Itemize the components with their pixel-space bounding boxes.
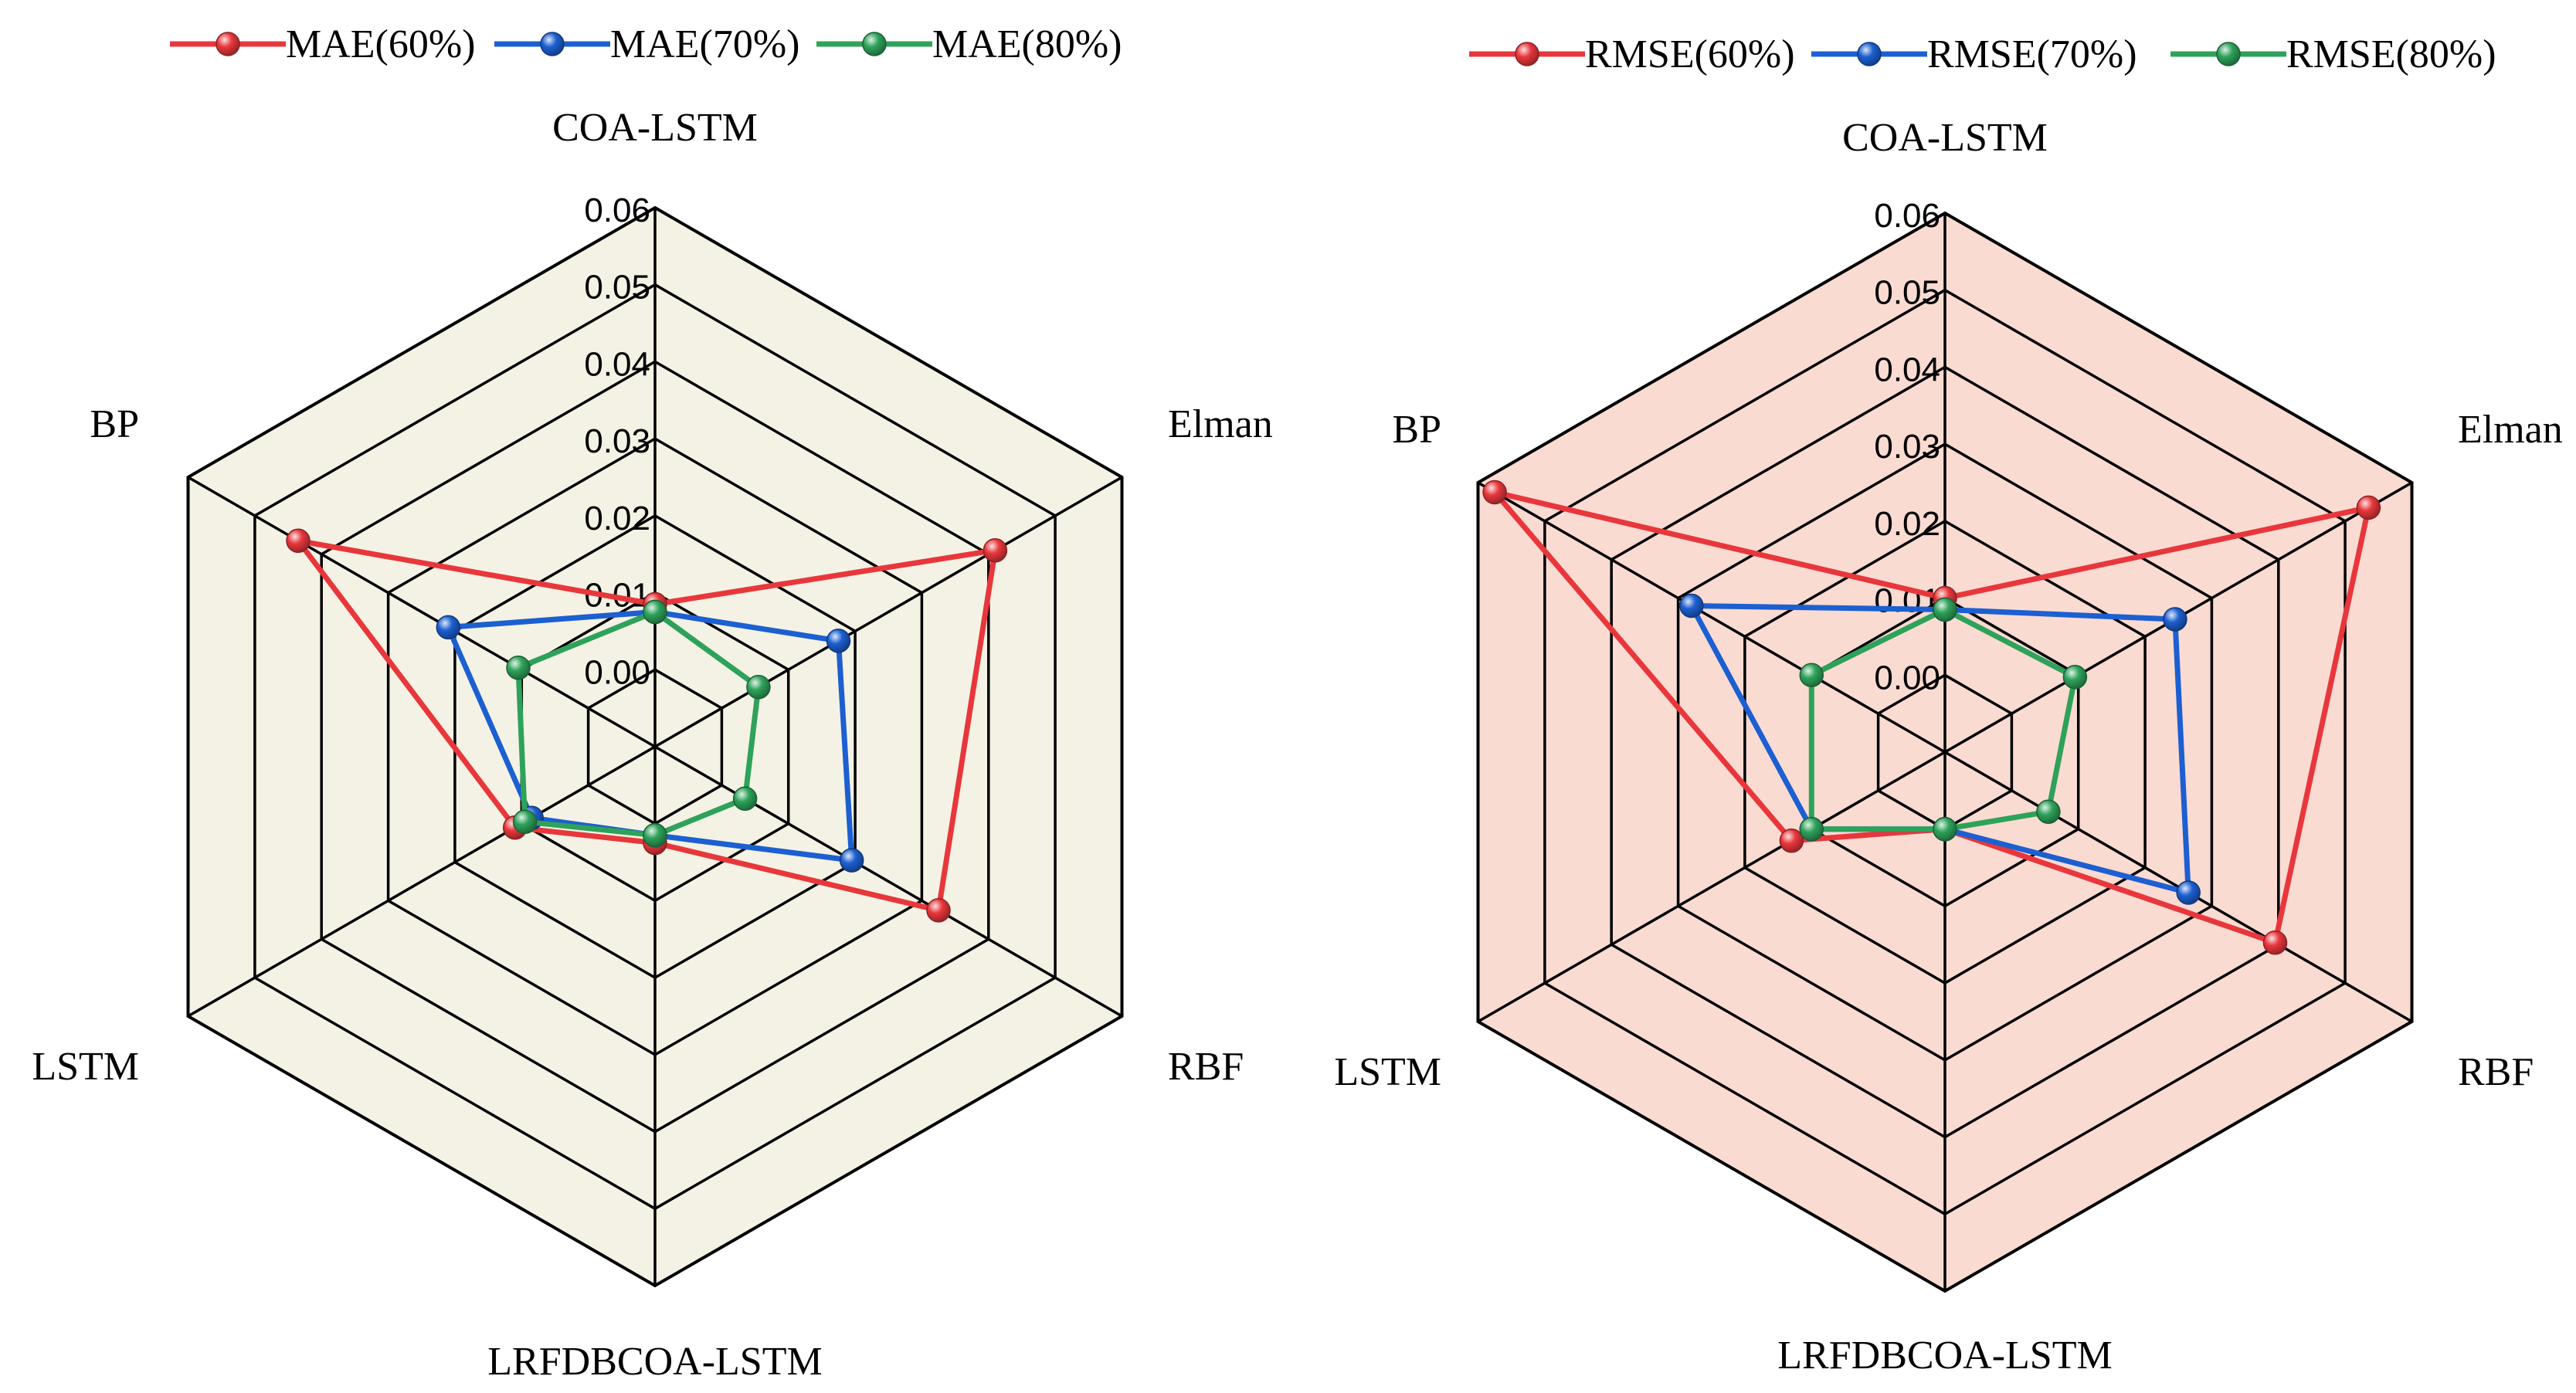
rmse-point-rmse-60-rbf — [2262, 930, 2288, 955]
mae-point-mae-80-bp — [506, 656, 531, 680]
mae-radar-spoke — [187, 745, 656, 1018]
mae-legend-label-mae-70: MAE(70%) — [610, 22, 800, 66]
rmse-point-rmse-70-elman — [2163, 607, 2187, 632]
rmse-point-rmse-60-bp — [1482, 480, 1507, 505]
rmse-axis-label-elman: Elman — [2458, 408, 2563, 452]
mae-point-mae-80-elman — [746, 674, 771, 700]
mae-axis-label-elman: Elman — [1168, 402, 1273, 446]
mae-radar-spoke — [654, 745, 1123, 1018]
rmse-legend-label-rmse-70: RMSE(70%) — [1927, 32, 2137, 76]
mae-radial-tick-label: 0.00 — [584, 653, 650, 691]
rmse-point-rmse-80-lrfdbcoa-lstm — [1933, 816, 1957, 842]
mae-radial-tick-label: 0.05 — [584, 269, 650, 307]
mae-point-mae-70-rbf — [839, 848, 864, 873]
mae-point-mae-60-rbf — [926, 898, 951, 923]
mae-legend-label-mae-80: MAE(80%) — [932, 22, 1122, 66]
mae-legend-marker-mae-70 — [540, 32, 565, 56]
mae-point-mae-60-elman — [983, 537, 1008, 563]
rmse-point-rmse-70-rbf — [2176, 880, 2201, 905]
rmse-radial-tick-label: 0.05 — [1874, 274, 1940, 312]
mae-legend-label-mae-60: MAE(60%) — [286, 22, 476, 66]
rmse-point-rmse-80-elman — [2062, 665, 2088, 690]
mae-point-mae-70-bp — [436, 615, 461, 640]
mae-radial-tick-label: 0.04 — [584, 345, 650, 383]
rmse-point-rmse-60-elman — [2356, 495, 2381, 520]
mae-radial-tick-label: 0.02 — [584, 500, 650, 537]
rmse-radial-tick-label: 0.03 — [1874, 428, 1940, 466]
rmse-axis-label-lstm: LSTM — [1334, 1050, 1441, 1094]
rmse-radial-tick-label: 0.02 — [1874, 505, 1940, 543]
rmse-radar-panel: 0.000.010.020.030.040.050.06COA-LSTMElma… — [1334, 32, 2562, 1378]
rmse-radar-spoke — [1477, 751, 1946, 1023]
rmse-legend-marker-rmse-80 — [2216, 42, 2241, 66]
mae-axis-label-bp: BP — [90, 402, 139, 446]
mae-point-mae-70-elman — [826, 629, 851, 653]
rmse-point-rmse-80-lstm — [1799, 816, 1824, 842]
mae-legend-marker-mae-60 — [216, 32, 240, 56]
mae-axis-label-coa-lstm: COA-LSTM — [552, 106, 758, 150]
rmse-radial-tick-label: 0.00 — [1874, 659, 1940, 696]
rmse-radial-tick-label: 0.04 — [1874, 351, 1940, 388]
rmse-radar-spoke — [1477, 481, 1946, 754]
rmse-point-rmse-80-rbf — [2036, 799, 2061, 825]
mae-point-mae-80-lrfdbcoa-lstm — [643, 822, 667, 848]
rmse-point-rmse-80-coa-lstm — [1933, 597, 1957, 622]
rmse-axis-label-rbf: RBF — [2458, 1050, 2534, 1094]
mae-point-mae-80-lstm — [512, 809, 538, 834]
mae-axis-label-lrfdbcoa-lstm: LRFDBCOA-LSTM — [487, 1340, 822, 1384]
mae-point-mae-60-bp — [286, 528, 311, 554]
rmse-legend-marker-rmse-60 — [1515, 42, 1539, 66]
mae-radar-spoke — [654, 476, 1123, 748]
mae-legend-marker-mae-80 — [862, 32, 887, 56]
rmse-axis-label-coa-lstm: COA-LSTM — [1842, 116, 2048, 160]
rmse-legend-label-rmse-80: RMSE(80%) — [2286, 32, 2496, 76]
mae-radial-tick-label: 0.06 — [584, 191, 650, 229]
mae-axis-label-lstm: LSTM — [32, 1045, 139, 1089]
mae-point-mae-80-coa-lstm — [643, 599, 667, 625]
rmse-legend-marker-rmse-70 — [1857, 42, 1882, 66]
rmse-radial-tick-label: 0.06 — [1874, 197, 1940, 235]
rmse-axis-label-lrfdbcoa-lstm: LRFDBCOA-LSTM — [1777, 1334, 2112, 1378]
mae-axis-label-rbf: RBF — [1168, 1045, 1244, 1089]
rmse-point-rmse-70-bp — [1679, 593, 1704, 619]
mae-radar-panel: 0.000.010.020.030.040.050.06COA-LSTMElma… — [32, 22, 1272, 1384]
rmse-point-rmse-80-bp — [1799, 663, 1824, 688]
rmse-legend-label-rmse-60: RMSE(60%) — [1585, 32, 1795, 76]
mae-radar-spoke — [187, 476, 656, 748]
mae-point-mae-80-rbf — [732, 786, 758, 812]
mae-radial-tick-label: 0.03 — [584, 422, 650, 460]
rmse-axis-label-bp: BP — [1392, 408, 1441, 452]
rmse-point-rmse-60-lstm — [1779, 828, 1804, 853]
